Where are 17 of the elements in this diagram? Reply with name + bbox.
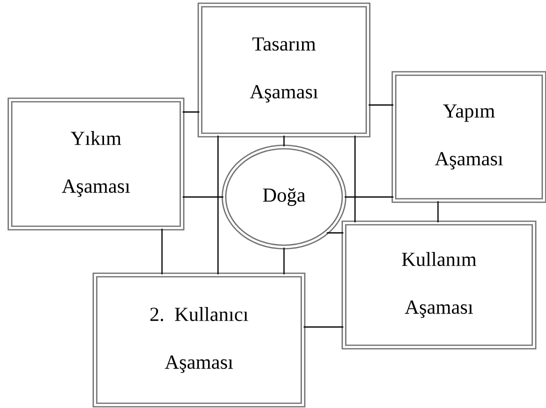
connector-line xyxy=(182,196,224,198)
stage-box: 2. Kullanıcı Aşaması xyxy=(92,272,306,408)
connector-line xyxy=(283,248,285,274)
connector-line xyxy=(161,228,163,274)
connector-line xyxy=(354,136,356,222)
stage-box: Tasarım Aşaması xyxy=(198,2,370,138)
stage-box: Yapım Aşaması xyxy=(392,71,546,203)
stage-box: Yıkım Aşaması xyxy=(8,98,184,230)
connector-line xyxy=(344,196,394,198)
connector-line xyxy=(326,232,344,234)
stage-box: Kullanım Aşaması xyxy=(342,220,536,350)
connector-line xyxy=(182,111,200,113)
connector-line xyxy=(368,104,394,106)
connector-line xyxy=(304,326,344,328)
connector-line xyxy=(283,136,285,146)
connector-line xyxy=(217,136,219,274)
connector-line xyxy=(437,201,439,222)
